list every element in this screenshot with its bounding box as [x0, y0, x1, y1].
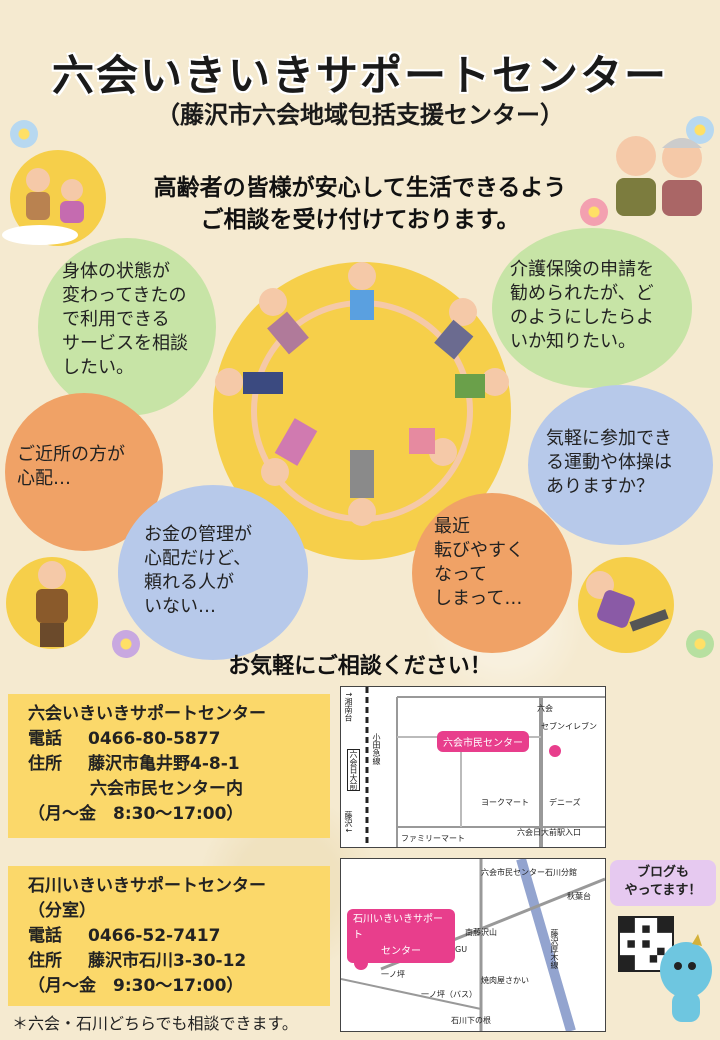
concern-bubble-falling: 最近 転びやすく なって しまって… [412, 493, 572, 653]
bubble-text: 最近 [434, 516, 470, 537]
bubble-text: いない… [144, 596, 216, 617]
center2-phone-row: 電話 0466-52-7417 [28, 924, 330, 949]
center1-info-box: 六会いきいきサポートセンター 電話 0466-80-5877 住所 藤沢市亀井野4-… [8, 694, 330, 838]
map-rokkai: ↑湘南台 小田急線 六会日大前 藤沢↓ 六会 セブンイレブン 六会市民センター … [340, 686, 606, 848]
elderly-couple-illustration [616, 136, 702, 216]
map-label: 石川下の根 [451, 1016, 491, 1025]
bubble-text: 転びやすく [434, 540, 524, 561]
map-target-tag: 六会市民センター [437, 731, 529, 752]
bubble-text: 変わってきたの [62, 285, 187, 306]
lead-line-1: 高齢者の皆様が安心して生活できるよう [153, 175, 567, 201]
map-target-tag: 石川いきいきサポート センター [347, 909, 455, 963]
qr-code-icon[interactable] [618, 916, 674, 972]
bubble-text: お金の管理が [144, 524, 252, 545]
blog-line-2: やってます！ [624, 883, 702, 898]
bubble-text: いか知りたい。 [510, 331, 636, 352]
center1-address-2: 六会市民センター内 [90, 779, 243, 799]
center2-info-box: 石川いきいきサポートセンター （分室） 電話 0466-52-7417 住所 藤沢市… [8, 866, 330, 1006]
flower-icon [686, 116, 714, 144]
bubble-text: で利用できる [62, 309, 170, 330]
map-label: 秋葉台 [567, 892, 591, 901]
worried-elder-illustration [6, 557, 98, 649]
bubble-text: 心配だけど、 [144, 548, 252, 569]
map-roads [365, 687, 605, 847]
map-label: 一ノ坪 [381, 970, 405, 979]
page-title: 六会いきいきサポートセンター [51, 51, 668, 100]
map-label: ↑湘南台 [344, 691, 353, 722]
bubble-text: したい。 [62, 357, 134, 378]
map-label: 六会市民センター石川分館 [481, 868, 577, 877]
center2-address: 藤沢市石川3-30-12 [88, 951, 247, 971]
center1-name: 六会いきいきサポートセンター [28, 704, 266, 724]
map-label: 一ノ坪（バス） [421, 990, 477, 999]
map-label: 六会 [537, 704, 553, 713]
map-label: 小田急線 [372, 733, 381, 765]
bubble-text: 介護保険の申請を [510, 259, 654, 280]
concern-bubble-service: 身体の状態が 変わってきたの で利用できる サービスを相談 したい。 [38, 238, 216, 416]
map-label: セブンイレブン [541, 722, 597, 731]
map-label: ファミリーマート [401, 834, 465, 843]
address-label: 住所 [28, 754, 62, 774]
map-label: ヨークマート [481, 798, 529, 807]
center2-branch: （分室） [28, 901, 96, 921]
people-ring-illustration [215, 262, 509, 526]
center1-hours: （月～金 8:30～17:00） [28, 804, 244, 824]
center1-phone: 0466-80-5877 [88, 729, 221, 749]
footnote: ＊六会・石川どちらでも相談できます。 [12, 1014, 298, 1033]
page-subtitle: （藤沢市六会地域包括支援センター） [156, 101, 564, 129]
bubble-text: 心配… [17, 468, 71, 489]
bubble-text: 身体の状態が [62, 261, 170, 282]
phone-label: 電話 [28, 926, 62, 946]
blog-line-1: ブログも [636, 865, 689, 880]
center1-address-row: 住所 藤沢市亀井野4-8-1 [28, 752, 330, 777]
bubble-text: 気軽に参加でき [546, 428, 672, 449]
center1-phone-row: 電話 0466-80-5877 [28, 727, 330, 752]
concern-bubble-insurance: 介護保険の申請を 勧められたが、ど のようにしたらよ いか知りたい。 [492, 228, 692, 388]
center2-address-row: 住所 藤沢市石川3-30-12 [28, 949, 330, 974]
bubble-text: 勧められたが、ど [510, 283, 654, 304]
callout-text: お気軽にご相談ください！ [228, 654, 492, 679]
flower-icon [686, 630, 714, 658]
center2-name: 石川いきいきサポートセンター [28, 876, 266, 896]
caregiver-illustration [2, 150, 106, 246]
map-label: 藤沢↓ [344, 811, 353, 834]
map-label: 六会日大前 [347, 749, 360, 791]
center2-hours: （月～金 9:30～17:00） [28, 976, 244, 996]
blog-callout: ブログも やってます！ [610, 860, 716, 906]
bubble-text: ご近所の方が [17, 444, 125, 465]
lead-text: 高齢者の皆様が安心して生活できるよう ご相談を受け付けております。 [110, 172, 610, 236]
bubble-text: サービスを相談 [62, 333, 188, 354]
map-label: 六会日大前駅入口 [517, 828, 581, 837]
center1-address: 藤沢市亀井野4-8-1 [88, 754, 240, 774]
map-target-tag-line-2: センター [381, 946, 421, 957]
concern-bubble-exercise: 気軽に参加でき る運動や体操は ありますか？ [528, 385, 713, 545]
map-target-tag-line-1: 石川いきいきサポート [353, 914, 443, 941]
concern-bubble-money: お金の管理が 心配だけど、 頼れる人が いない… [118, 485, 308, 660]
phone-label: 電話 [28, 729, 62, 749]
map-label: 焼肉屋さかい [481, 976, 529, 985]
flower-icon [10, 120, 38, 148]
mascot-illustration [660, 934, 712, 1022]
map-label: デニーズ [549, 798, 581, 807]
center2-phone: 0466-52-7417 [88, 926, 221, 946]
map-label: 南藤沢山 [465, 928, 497, 937]
address-label: 住所 [28, 951, 62, 971]
flower-icon [112, 630, 140, 658]
qr-pattern [620, 918, 672, 970]
bubble-text: なって [434, 564, 488, 585]
bubble-text: しまって… [434, 588, 523, 609]
falling-elder-illustration [578, 557, 674, 653]
bubble-text: ありますか？ [546, 476, 654, 497]
bubble-text: のようにしたらよ [510, 307, 654, 328]
map-label: 藤沢厚木線 [550, 929, 559, 969]
map-label: GU [455, 945, 468, 954]
bubble-text: 頼れる人が [144, 572, 234, 593]
lead-line-2: ご相談を受け付けております。 [200, 207, 520, 233]
bubble-text: る運動や体操は [546, 452, 672, 473]
flower-icon [580, 198, 608, 226]
map-ishikawa: 六会市民センター石川分館 秋葉台 石川いきいきサポート センター 南藤沢山 GU… [340, 858, 606, 1032]
